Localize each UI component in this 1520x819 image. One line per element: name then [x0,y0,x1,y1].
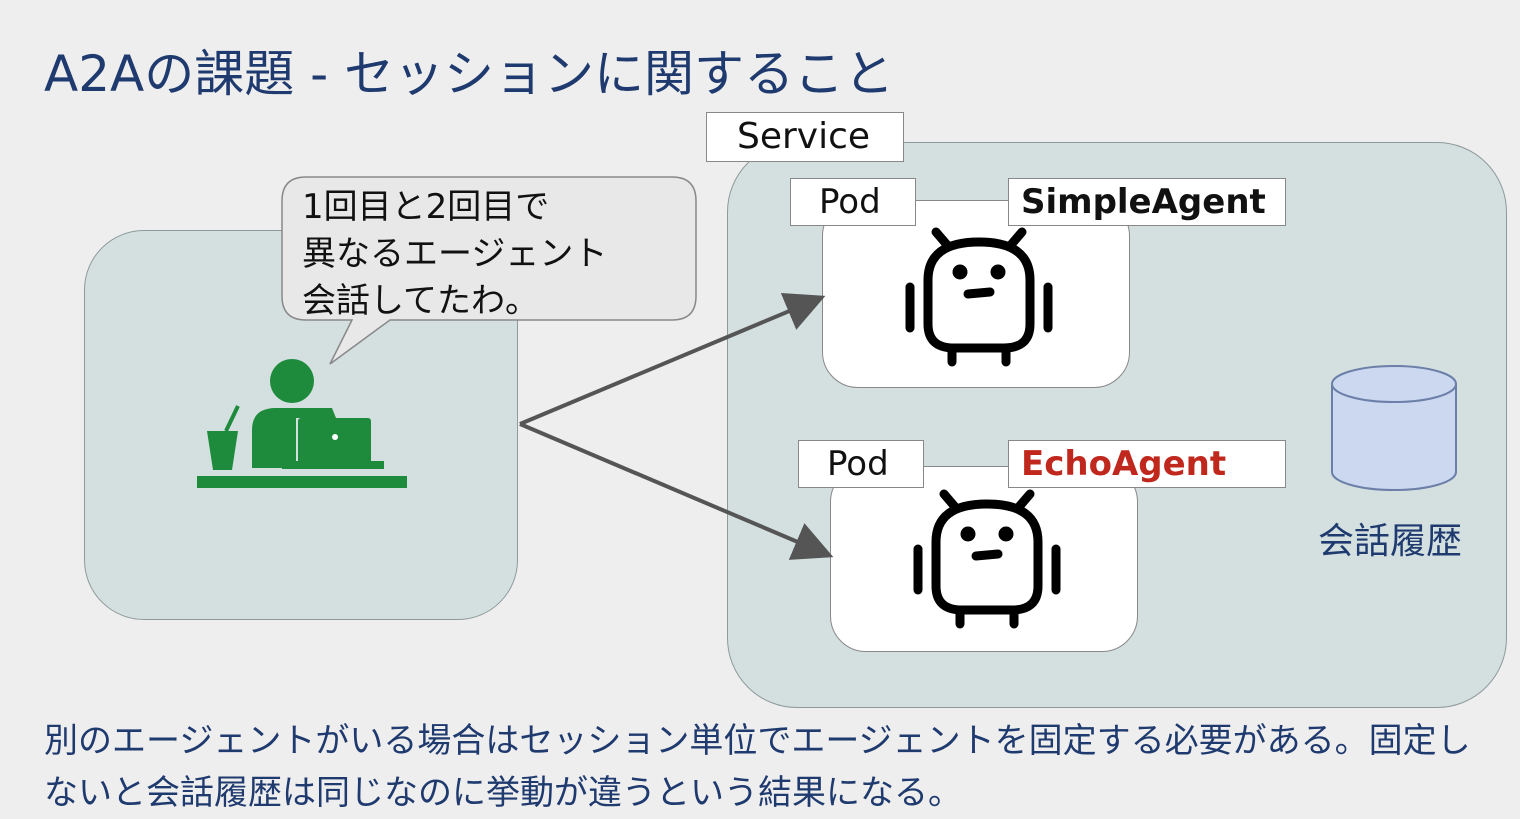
database-label: 会話履歴 [1318,521,1463,562]
robot-icon [913,489,1061,629]
person-at-laptop-icon [197,359,407,488]
pod-label-1: Pod [790,178,916,226]
speech-bubble-text: 1回目と2回目で 異なるエージェント 会話してたわ。 [302,184,607,325]
footer-text: 別のエージェントがいる場合はセッション単位でエージェントを固定する必要がある。固… [44,721,1471,813]
pod-label-2: Pod [798,440,924,488]
speech-bubble [281,176,697,365]
bubble-line-3: 会話してたわ。 [302,281,539,321]
arrow-to-echo-agent [519,422,834,560]
database-cylinder-icon [1331,365,1457,491]
drink-cup-icon [207,405,240,470]
agent-name-simple: SimpleAgent [1008,178,1286,226]
robot-icon [905,227,1053,367]
bubble-line-2: 異なるエージェント [302,234,608,274]
page-title: A2Aの課題 - セッションに関すること [44,45,895,103]
agent-name-echo: EchoAgent [1008,440,1286,488]
service-label: Service [706,112,904,162]
arrow-to-simple-agent [519,292,826,426]
bubble-line-1: 1回目と2回目で [302,187,550,227]
